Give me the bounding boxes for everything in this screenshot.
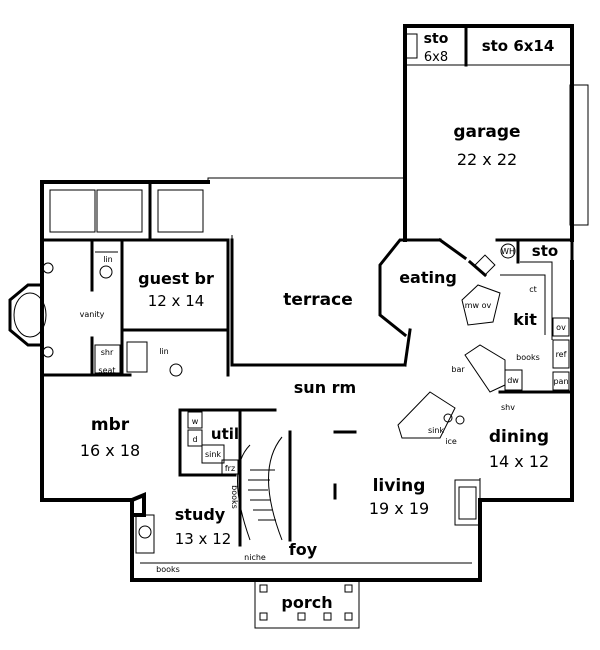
dining-name: dining xyxy=(489,427,549,447)
util-study-walls xyxy=(130,408,292,554)
sto-garage-label: sto xyxy=(532,242,558,260)
ov-label: ov xyxy=(556,323,566,332)
books-bottom-label: books xyxy=(156,565,180,574)
vanity-label: vanity xyxy=(80,310,105,319)
ref-label: ref xyxy=(556,350,567,359)
sink-util-label: sink xyxy=(205,450,221,459)
bath-walls xyxy=(40,238,230,377)
porch-label: porch xyxy=(281,593,332,612)
frz-label: frz xyxy=(225,464,235,473)
garage-name: garage xyxy=(453,122,520,142)
porch-outline xyxy=(254,579,360,629)
garage-size: 22 x 22 xyxy=(457,150,517,169)
dining-size: 14 x 12 xyxy=(489,452,549,471)
wh-label: WH xyxy=(501,247,515,256)
pan-label: pan xyxy=(553,377,568,386)
closet-bays xyxy=(40,180,230,242)
interior-lines xyxy=(333,430,357,500)
sto-small-size: 6x8 xyxy=(424,50,448,65)
tub-bay xyxy=(8,262,54,358)
niche-label: niche xyxy=(244,553,266,562)
bar-label: bar xyxy=(451,365,465,374)
dw-label: dw xyxy=(507,376,519,385)
mbr-size: 16 x 18 xyxy=(80,441,140,460)
mbr-name: mbr xyxy=(91,415,130,435)
mw-ov-label: mw ov xyxy=(465,301,492,310)
shr-label: shr xyxy=(101,348,114,357)
kit-label: kit xyxy=(513,310,537,329)
sto-small-name: sto xyxy=(424,31,449,47)
books-kitchen-label: books xyxy=(516,353,540,362)
washer-label: w xyxy=(192,417,199,426)
dryer-label: d xyxy=(192,435,197,444)
guest-br-name: guest br xyxy=(138,269,214,288)
sto-wide-label: sto 6x14 xyxy=(482,37,555,55)
eating-bay xyxy=(378,237,496,338)
terrace-outline xyxy=(230,235,412,367)
fireplace xyxy=(454,478,481,526)
study-size: 13 x 12 xyxy=(175,530,232,548)
foy-label: foy xyxy=(289,540,318,559)
study-name: study xyxy=(175,505,226,524)
living-size: 19 x 19 xyxy=(369,499,429,518)
terrace-label: terrace xyxy=(283,290,353,310)
garage-walls xyxy=(403,24,589,264)
ice-label: ice xyxy=(445,437,457,446)
ct-label: ct xyxy=(529,285,537,294)
shv-label: shv xyxy=(501,403,515,412)
lin-label-guest: lin xyxy=(159,347,169,356)
books-study-label: books xyxy=(230,485,239,509)
util-label: util xyxy=(211,425,239,443)
sun-rm-label: sun rm xyxy=(294,378,356,397)
exterior-walls xyxy=(40,177,574,582)
kitchen-fixtures xyxy=(397,261,574,439)
eating-label: eating xyxy=(399,268,457,287)
sink-kitchen-label: sink xyxy=(428,426,444,435)
living-name: living xyxy=(373,476,426,496)
guest-br-size: 12 x 14 xyxy=(148,292,205,310)
seat-label: seat xyxy=(98,366,115,375)
lin-label-bath: lin xyxy=(103,255,113,264)
